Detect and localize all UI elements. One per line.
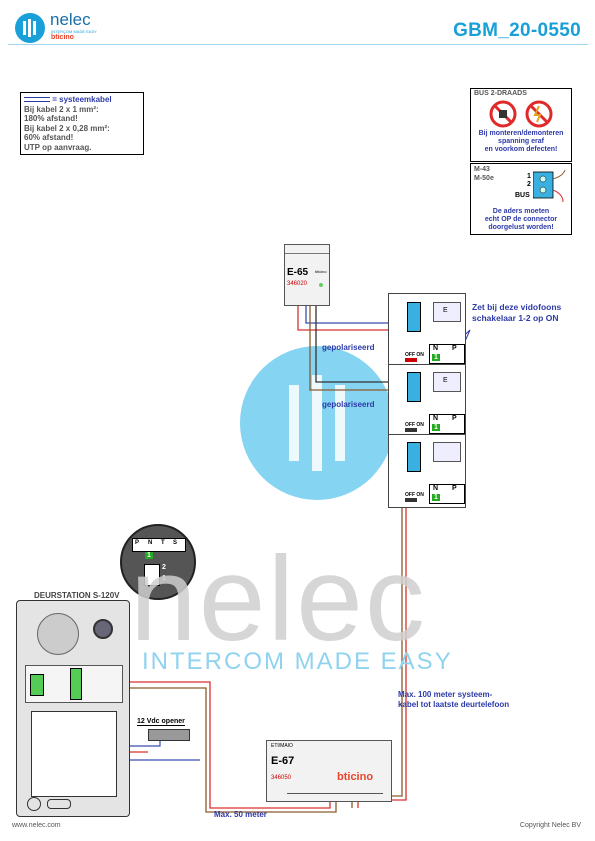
connector-icon bbox=[533, 170, 566, 202]
monitor-column: E OFF ON N P 1 E OFF ON N P 1 OFF ON N P… bbox=[388, 293, 466, 508]
slot-icon bbox=[47, 799, 71, 809]
monitor-unit: E OFF ON N P 1 bbox=[389, 294, 465, 365]
controller-brand: bticino bbox=[337, 771, 374, 783]
bus-loop-panel: M-43 M-50e 1 2 BUS De aders moeten echt … bbox=[470, 163, 572, 235]
polarized-label-2: gepolariseerd bbox=[322, 400, 375, 409]
np-block: N P 1 bbox=[429, 484, 465, 504]
terminal-block-icon bbox=[407, 372, 421, 402]
dip-switch-icon bbox=[405, 358, 417, 362]
switch-note: Zet bij deze vidofoons schakelaar 1-2 op… bbox=[472, 302, 562, 323]
dip-switch-icon bbox=[405, 498, 417, 502]
note-line: Bij kabel 2 x 1 mm²: bbox=[24, 104, 99, 114]
legend-line-icon bbox=[24, 97, 50, 103]
nameplate-frame bbox=[31, 711, 117, 797]
monitor-screen bbox=[433, 442, 461, 462]
controller-code: 346050 bbox=[271, 775, 292, 781]
psu-led-icon bbox=[319, 283, 323, 287]
bus-title: BUS 2-DRAADS bbox=[474, 90, 527, 97]
max-50-note: Max. 50 meter bbox=[214, 810, 267, 819]
note-line: Bij kabel 2 x 0,28 mm²: bbox=[24, 123, 110, 133]
note-line: UTP op aanvraag. bbox=[24, 142, 92, 152]
door-opener-label: 12 Vdc opener bbox=[137, 718, 185, 726]
watermark-bars-icon bbox=[289, 375, 345, 471]
note-line: 60% afstand! bbox=[24, 133, 74, 142]
bus-warning-text: Bij monteren/demonteren spanning eraf en… bbox=[478, 130, 564, 153]
off-on-label: OFF ON bbox=[405, 492, 424, 498]
speaker-icon bbox=[37, 613, 79, 655]
dip-switch-zoom bbox=[144, 564, 160, 586]
cable-legend: = systeemkabel bbox=[24, 95, 140, 105]
psu-name: E-65 bbox=[287, 267, 309, 278]
controller-name: E-67 bbox=[271, 755, 295, 767]
door-opener-icon bbox=[148, 729, 190, 741]
dip-switch-icon bbox=[405, 428, 417, 432]
terminal-block-icon bbox=[407, 302, 421, 332]
psu-code: 346020 bbox=[287, 281, 308, 287]
terminal-strip: P N T S bbox=[132, 538, 186, 552]
np-block: N P 1 bbox=[429, 344, 465, 364]
logo-icon bbox=[15, 13, 45, 43]
cable-note: = systeemkabel Bij kabel 2 x 1 mm²: 180%… bbox=[20, 92, 144, 155]
dip-zoom-circle: P N T S 1 2 1 bbox=[120, 524, 196, 600]
terminal-board bbox=[25, 665, 123, 703]
np-block: N P 1 bbox=[429, 414, 465, 434]
header-divider bbox=[8, 44, 588, 45]
off-on-label: OFF ON bbox=[405, 422, 424, 428]
bus-warning-panel: BUS 2-DRAADS Bij monteren/demonteren spa… bbox=[470, 88, 572, 162]
logo-partner: bticino bbox=[51, 34, 74, 41]
psu-brand: bticino bbox=[315, 269, 327, 274]
door-station-label: DEURSTATION S-120V bbox=[34, 591, 120, 600]
logo-brand: nelec bbox=[50, 10, 91, 29]
monitor-screen: E bbox=[433, 302, 461, 322]
nelec-logo: nelec INTERCOM MADE EASY bticino bbox=[14, 10, 124, 44]
loop-note: De aders moeten echt OP de connector doo… bbox=[484, 208, 558, 231]
psu-e65: E-65 346020 bticino bbox=[284, 244, 330, 306]
no-power-icon bbox=[489, 100, 553, 128]
camera-icon bbox=[93, 619, 113, 639]
terminal-block-icon bbox=[407, 442, 421, 472]
footer-copyright: Copyright Nelec BV bbox=[519, 822, 581, 829]
watermark-word: nelec bbox=[130, 532, 427, 666]
off-on-label: OFF ON bbox=[405, 352, 424, 358]
polarized-label-1: gepolariseerd bbox=[322, 343, 375, 352]
button-icon bbox=[27, 797, 41, 811]
footer-url[interactable]: www.nelec.com bbox=[12, 822, 61, 829]
model-m43: M-43 bbox=[474, 166, 490, 173]
controller-e67: ETI/MAIO E-67 346050 bticino bbox=[266, 740, 392, 802]
monitor-unit: E OFF ON N P 1 bbox=[389, 364, 465, 435]
monitor-screen: E bbox=[433, 372, 461, 392]
note-line: 180% afstand! bbox=[24, 114, 78, 123]
doc-code: GBM_20-0550 bbox=[453, 20, 581, 41]
controller-prefix: ETI/MAIO bbox=[271, 743, 293, 749]
logo-tagline: INTERCOM MADE EASY bbox=[51, 29, 97, 34]
max-100-note: Max. 100 meter systeem- kabel tot laatst… bbox=[398, 690, 510, 709]
model-m50e: M-50e bbox=[474, 175, 494, 182]
door-station bbox=[16, 600, 130, 817]
watermark-sub: INTERCOM MADE EASY bbox=[142, 648, 453, 675]
monitor-unit: OFF ON N P 1 bbox=[389, 434, 465, 507]
terminal-row bbox=[287, 793, 383, 800]
